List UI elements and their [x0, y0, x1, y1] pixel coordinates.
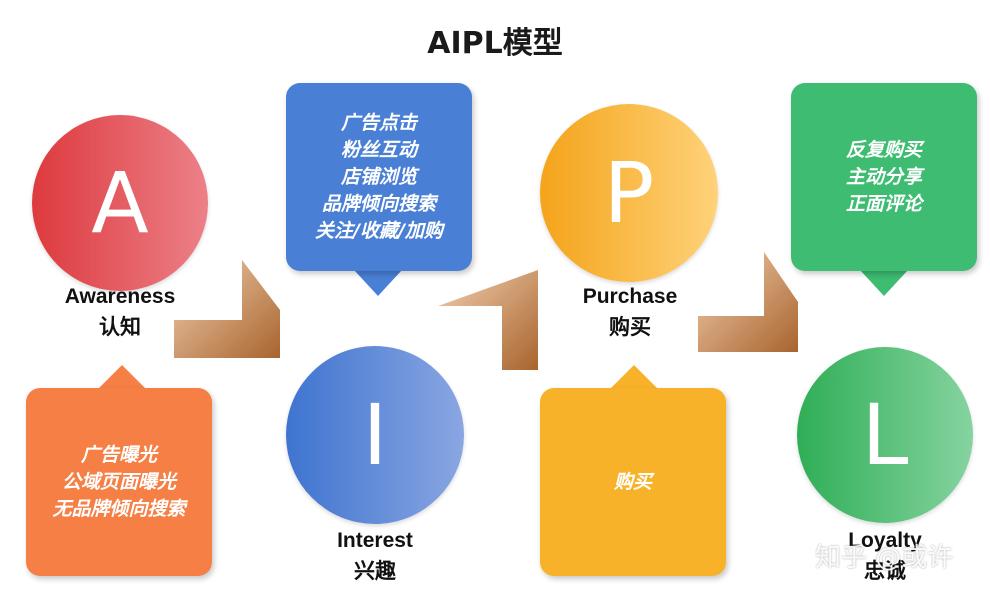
watermark: 知乎 @或许 [815, 543, 954, 573]
awareness-bubble-line: 公域页面曝光 [61, 470, 176, 493]
interest-bubble: 广告点击 粉丝互动 店铺浏览 品牌倾向搜索 关注/收藏/加购 [286, 83, 472, 271]
interest-name-cn: 兴趣 [354, 559, 396, 583]
interest-bubble-line: 粉丝互动 [340, 138, 417, 161]
purchase-bubble-tail [610, 365, 658, 389]
interest-circle: I [286, 346, 464, 524]
awareness-label: Awareness 认知 [40, 282, 200, 342]
loyalty-bubble-line: 主动分享 [845, 165, 922, 188]
loyalty-circle: L [797, 347, 973, 523]
interest-bubble-tail [354, 270, 402, 296]
interest-letter: I [362, 386, 388, 484]
loyalty-bubble: 反复购买 主动分享 正面评论 [791, 83, 977, 271]
loyalty-name-en: Loyalty [848, 529, 922, 552]
purchase-circle: P [540, 104, 718, 282]
interest-bubble-line: 店铺浏览 [340, 165, 417, 188]
purchase-name-en: Purchase [582, 285, 678, 308]
loyalty-name-cn: 忠诚 [864, 559, 906, 583]
arrow-p-to-l-icon [698, 252, 798, 352]
awareness-name-cn: 认知 [99, 315, 141, 339]
purchase-bubble: 购买 [540, 388, 726, 576]
interest-bubble-line: 关注/收藏/加购 [315, 219, 443, 242]
arrow-i-to-p-icon [438, 270, 538, 370]
interest-name-en: Interest [337, 529, 413, 552]
awareness-name-en: Awareness [64, 285, 176, 308]
awareness-bubble-tail [98, 365, 146, 389]
loyalty-bubble-line: 正面评论 [845, 192, 922, 215]
awareness-circle: A [32, 115, 208, 291]
interest-bubble-line: 品牌倾向搜索 [321, 192, 436, 215]
awareness-bubble: 广告曝光 公域页面曝光 无品牌倾向搜索 [26, 388, 212, 576]
loyalty-letter: L [861, 386, 909, 484]
arrow-a-to-i-icon [174, 260, 280, 358]
diagram-title: AIPL模型 [427, 26, 563, 61]
awareness-bubble-line: 无品牌倾向搜索 [52, 497, 186, 520]
purchase-bubble-line: 购买 [613, 470, 652, 493]
purchase-name-cn: 购买 [609, 315, 651, 339]
awareness-bubble-line: 广告曝光 [80, 443, 157, 466]
interest-label: Interest 兴趣 [295, 526, 455, 586]
loyalty-label: Loyalty 忠诚 [805, 526, 965, 586]
loyalty-bubble-line: 反复购买 [845, 138, 922, 161]
purchase-label: Purchase 购买 [550, 282, 710, 342]
interest-bubble-line: 广告点击 [340, 111, 417, 134]
awareness-letter: A [91, 154, 149, 252]
purchase-letter: P [603, 144, 655, 242]
loyalty-bubble-tail [860, 270, 908, 296]
